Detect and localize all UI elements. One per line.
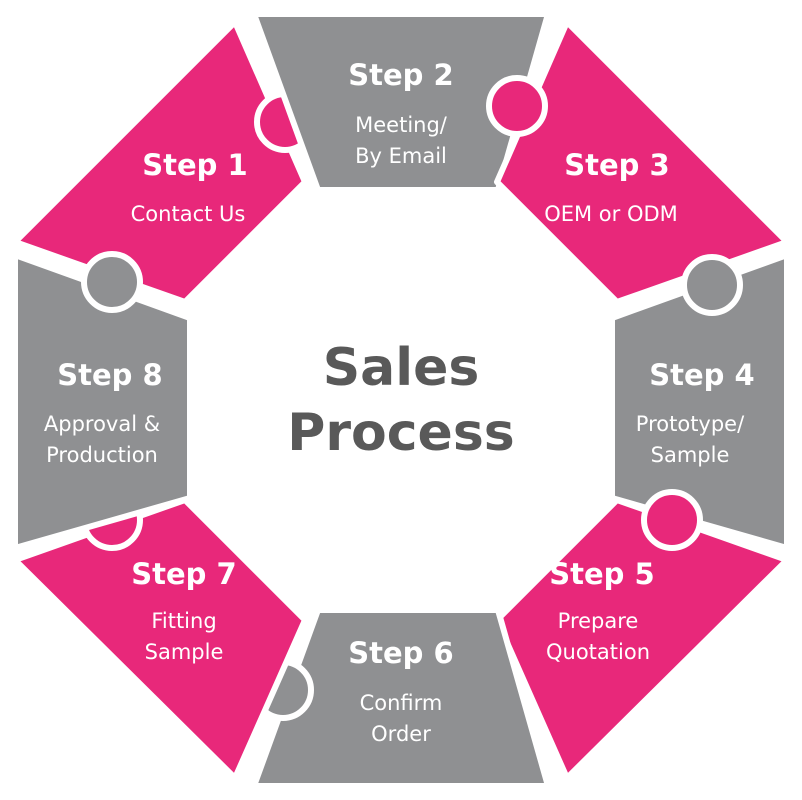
step-2-desc-line-2: By Email bbox=[355, 144, 447, 168]
step-1-title: Step 1 bbox=[142, 148, 247, 182]
center-title: Sales Process bbox=[287, 338, 514, 463]
step-3-title: Step 3 bbox=[564, 148, 669, 182]
step-8-piece: Step 8 Approval & Production bbox=[12, 251, 193, 551]
step-4-piece: Step 4 Prototype/ Sample bbox=[609, 252, 790, 551]
step-7-desc-line-1: Fitting bbox=[151, 609, 216, 633]
step-3-piece: Step 3 OEM or ODM bbox=[486, 19, 790, 305]
center-title-line-1: Sales bbox=[323, 338, 480, 398]
step-6-desc-line-1: Confirm bbox=[360, 691, 443, 715]
step-3-desc-line-1: OEM or ODM bbox=[544, 202, 678, 226]
step-1-desc-line-1: Contact Us bbox=[131, 202, 246, 226]
step-6-title: Step 6 bbox=[348, 636, 453, 670]
step-1-piece: Step 1 Contact Us bbox=[12, 19, 316, 305]
step-4-desc-line-1: Prototype/ bbox=[636, 412, 745, 436]
step-7-title: Step 7 bbox=[131, 557, 236, 591]
step-5-desc-line-2: Quotation bbox=[546, 640, 650, 664]
step-7-desc-line-2: Sample bbox=[145, 640, 224, 664]
step-8-desc-line-2: Production bbox=[46, 443, 158, 467]
step-2-desc-line-1: Meeting/ bbox=[355, 113, 448, 137]
center-title-line-2: Process bbox=[287, 403, 514, 463]
step-5-desc-line-1: Prepare bbox=[558, 609, 639, 633]
step-4-desc-line-2: Sample bbox=[651, 443, 730, 467]
step-8-desc-line-1: Approval & bbox=[44, 412, 160, 436]
step-2-piece: Step 2 Meeting/ By Email bbox=[251, 11, 551, 193]
step-6-desc-line-2: Order bbox=[371, 722, 431, 746]
step-8-title: Step 8 bbox=[57, 358, 162, 392]
step-5-piece: Step 5 Prepare Quotation bbox=[494, 489, 790, 781]
step-4-title: Step 4 bbox=[649, 358, 754, 392]
step-2-title: Step 2 bbox=[348, 58, 453, 92]
step-5-title: Step 5 bbox=[549, 557, 654, 591]
